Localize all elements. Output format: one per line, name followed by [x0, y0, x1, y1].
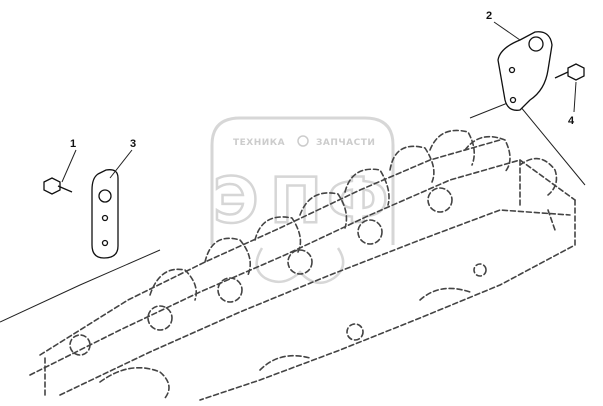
gear-icon — [297, 135, 309, 147]
lifting-bracket-right — [497, 31, 553, 111]
watermark-letter-1: Э — [213, 164, 259, 237]
leader-line-3 — [109, 149, 133, 179]
leader-line-2 — [493, 21, 521, 41]
watermark-logo: ТЕХНИКА ЗАПЧАСТИ Э П Ф — [210, 116, 395, 285]
callout-3: 3 — [130, 138, 136, 150]
right-mount-line — [469, 99, 586, 186]
lifting-bracket-left — [91, 169, 119, 259]
leader-line-4 — [573, 81, 577, 113]
callout-2: 2 — [486, 10, 492, 22]
cylinder-head-outline — [29, 129, 576, 401]
bolt-left — [43, 177, 73, 195]
watermark-letter-3: Ф — [327, 164, 389, 237]
left-mount-line — [0, 249, 161, 323]
callout-1: 1 — [70, 138, 76, 150]
callout-4: 4 — [568, 115, 575, 127]
watermark-emblem — [255, 247, 345, 285]
watermark-text-right: ЗАПЧАСТИ — [316, 138, 375, 148]
leader-line-1 — [61, 149, 77, 183]
bolt-right — [554, 63, 585, 81]
watermark-text-left: ТЕХНИКА — [233, 138, 285, 148]
